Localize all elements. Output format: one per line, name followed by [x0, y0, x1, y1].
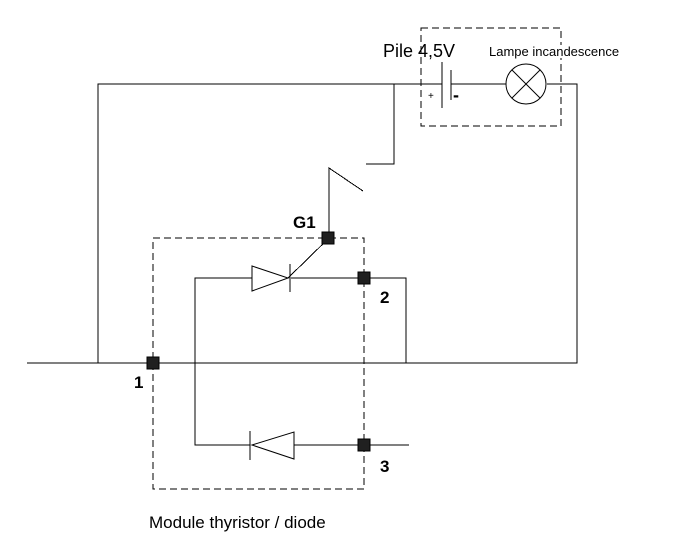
wire-thyristor-branch: [194, 277, 252, 363]
terminal-gate[interactable]: [321, 231, 335, 245]
lamp-label: Lampe incandescence: [489, 44, 620, 59]
battery-minus-label: -: [453, 85, 459, 105]
wire-lamp-to-right: [364, 83, 578, 364]
gate-label: G1: [293, 213, 316, 232]
terminal-3[interactable]: [357, 438, 371, 452]
wire-switch-contact: [366, 84, 395, 165]
battery-label: Pile 4,5V: [383, 41, 456, 61]
terminal-3-label: 3: [380, 457, 390, 476]
wire-diode-branch: [194, 363, 250, 446]
terminal-1[interactable]: [146, 356, 160, 370]
battery-plus-label: +: [428, 91, 434, 102]
diode-icon: [249, 431, 295, 460]
external-components-boundary: [420, 27, 562, 127]
terminal-2[interactable]: [357, 271, 371, 285]
thyristor-icon: [251, 264, 291, 292]
wire-gate: [287, 237, 330, 279]
lamp-icon: [505, 63, 547, 105]
wire-switch-blade: [328, 167, 364, 238]
terminal-2-label: 2: [380, 288, 390, 307]
module-caption: Module thyristor / diode: [149, 513, 326, 532]
terminal-1-label: 1: [134, 373, 144, 392]
wire-left-loop: [97, 83, 442, 363]
